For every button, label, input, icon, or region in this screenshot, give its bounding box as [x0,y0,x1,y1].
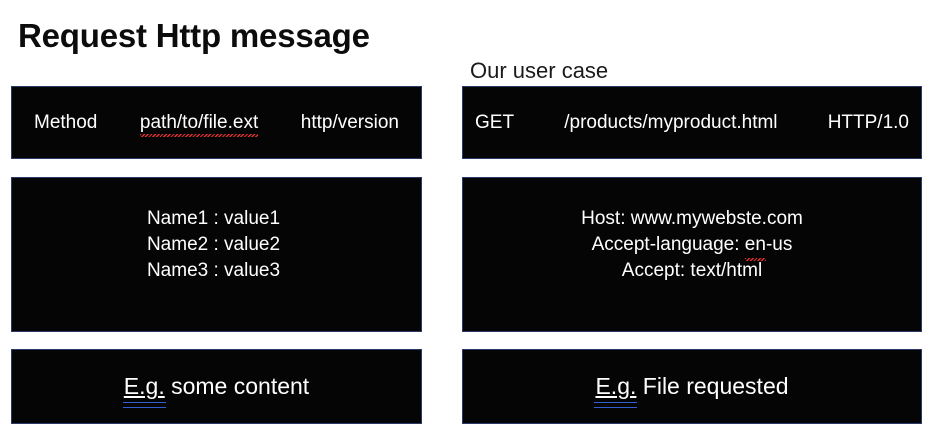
right-start-line-block: GET /products/myproduct.html HTTP/1.0 [462,86,922,159]
right-header-line: Accept-language: en-us [581,232,803,261]
right-body-block: E.g. File requested [462,349,922,424]
right-header-line: Accept: text/html [621,259,763,281]
right-column-caption: Our user case [470,58,609,83]
left-header-line: Name3 : value3 [146,259,281,281]
right-body-prefix: E.g. [594,373,638,408]
left-start-line-block: Method path/to/file.ext http/version [11,86,422,159]
right-start-line-row: GET /products/myproduct.html HTTP/1.0 [463,112,921,134]
right-start-line-path: /products/myproduct.html [564,111,778,133]
right-header-line-flagged: en [744,232,767,261]
left-headers-list: Name1 : value1 Name2 : value2 Name3 : va… [147,206,280,284]
left-body-line: E.g. some content [12,373,421,408]
left-header-line: Name2 : value2 [146,233,281,255]
left-body-prefix: E.g. [122,373,166,408]
right-header-line: Host: www.mywebste.com [581,207,803,229]
left-body-text: some content [171,373,310,399]
right-start-line-method: GET [475,111,515,133]
right-body-line: E.g. File requested [463,373,921,408]
left-start-line-row: Method path/to/file.ext http/version [12,111,421,137]
right-headers-inner: Host: www.mywebste.com Accept-language: … [463,208,921,294]
left-start-line-version: http/version [300,111,399,133]
right-header-line-prefix: Accept-language: [591,233,745,255]
left-start-line-path: path/to/file.ext [139,111,259,137]
left-body-block: E.g. some content [11,349,422,424]
right-headers-list: Host: www.mywebste.com Accept-language: … [581,206,803,284]
left-header-line: Name1 : value1 [146,207,281,229]
left-headers-inner: Name1 : value1 Name2 : value2 Name3 : va… [12,208,421,294]
right-body-text: File requested [642,373,789,399]
right-headers-block: Host: www.mywebste.com Accept-language: … [462,177,922,332]
right-header-line-suffix: -us [765,233,793,255]
left-headers-block: Name1 : value1 Name2 : value2 Name3 : va… [11,177,422,332]
page-title: Request Http message [18,17,370,54]
right-start-line-version: HTTP/1.0 [827,111,909,133]
left-start-line-method: Method [34,111,98,133]
